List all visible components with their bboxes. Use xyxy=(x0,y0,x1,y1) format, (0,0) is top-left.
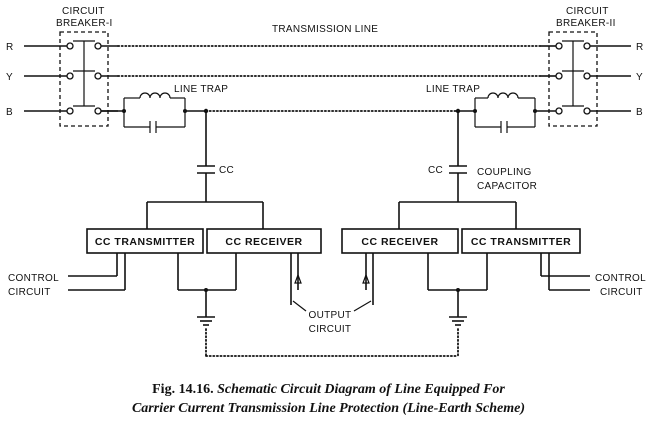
phase-label-r-left: R xyxy=(6,42,14,53)
cc-receiver-left xyxy=(206,228,322,254)
output-circuit-left xyxy=(290,253,302,305)
coupling-capacitor-left xyxy=(197,108,215,202)
output-circuit-right xyxy=(362,253,374,305)
transmission-line-label: TRANSMISSION LINE xyxy=(272,24,378,35)
breaker-1-label-line2: BREAKER-I xyxy=(56,18,113,29)
line-trap-right-label: LINE TRAP xyxy=(426,84,480,95)
control-circuit-left-line1: CONTROL xyxy=(8,273,59,284)
breaker-2-contacts xyxy=(555,40,591,115)
breaker-1-label-line1: CIRCUIT xyxy=(62,6,105,17)
cc-receiver-left-label: CC RECEIVER xyxy=(225,236,302,248)
control-circuit-left-line2: CIRCUIT xyxy=(8,287,51,298)
line-trap-left-label: LINE TRAP xyxy=(174,84,228,95)
coupling-capacitor-label-line2: CAPACITOR xyxy=(477,181,537,192)
control-circuit-right-line2: CIRCUIT xyxy=(600,287,643,298)
caption-line-2: Carrier Current Transmission Line Protec… xyxy=(131,401,526,416)
circuit-breaker-1 xyxy=(59,31,109,127)
cc-receiver-right xyxy=(341,228,459,254)
phase-label-y-left: Y xyxy=(6,72,13,83)
caption-line-1: Schematic Circuit Diagram of Line Equipp… xyxy=(217,382,505,397)
phase-label-y-right: Y xyxy=(636,72,643,83)
line-trap-right xyxy=(458,92,556,133)
coupling-capacitor-label-line1: COUPLING xyxy=(477,167,532,178)
phase-label-r-right: R xyxy=(636,42,644,53)
output-circuit-label-line1: OUTPUT xyxy=(309,310,352,321)
coupling-capacitor-right xyxy=(449,108,467,202)
breaker-2-label-line2: BREAKER-II xyxy=(556,18,616,29)
breaker-2-label-line1: CIRCUIT xyxy=(566,6,609,17)
output-circuit-label-line2: CIRCUIT xyxy=(309,324,352,335)
cc-label-left: CC xyxy=(219,165,234,176)
cc-label-right: CC xyxy=(428,165,443,176)
phase-label-b-left: B xyxy=(6,107,13,118)
cc-transmitter-left xyxy=(86,228,204,254)
cc-receiver-right-label: CC RECEIVER xyxy=(361,236,438,248)
breaker-1-contacts xyxy=(66,40,102,115)
ground-left xyxy=(177,253,237,326)
phase-label-b-right: B xyxy=(636,107,643,118)
ground-right xyxy=(427,253,488,326)
cc-transmitter-left-label: CC TRANSMITTER xyxy=(95,236,195,248)
cc-transmitter-right-label: CC TRANSMITTER xyxy=(471,236,571,248)
figure-caption-line-2: Carrier Current Transmission Line Protec… xyxy=(0,400,657,418)
line-trap-left xyxy=(101,92,206,133)
figure-number: Fig. 14.16. xyxy=(152,382,214,397)
figure-caption: Fig. 14.16. Schematic Circuit Diagram of… xyxy=(0,381,657,399)
control-circuit-right-line1: CONTROL xyxy=(595,273,646,284)
cc-transmitter-right xyxy=(461,228,581,254)
circuit-breaker-2 xyxy=(548,31,598,127)
